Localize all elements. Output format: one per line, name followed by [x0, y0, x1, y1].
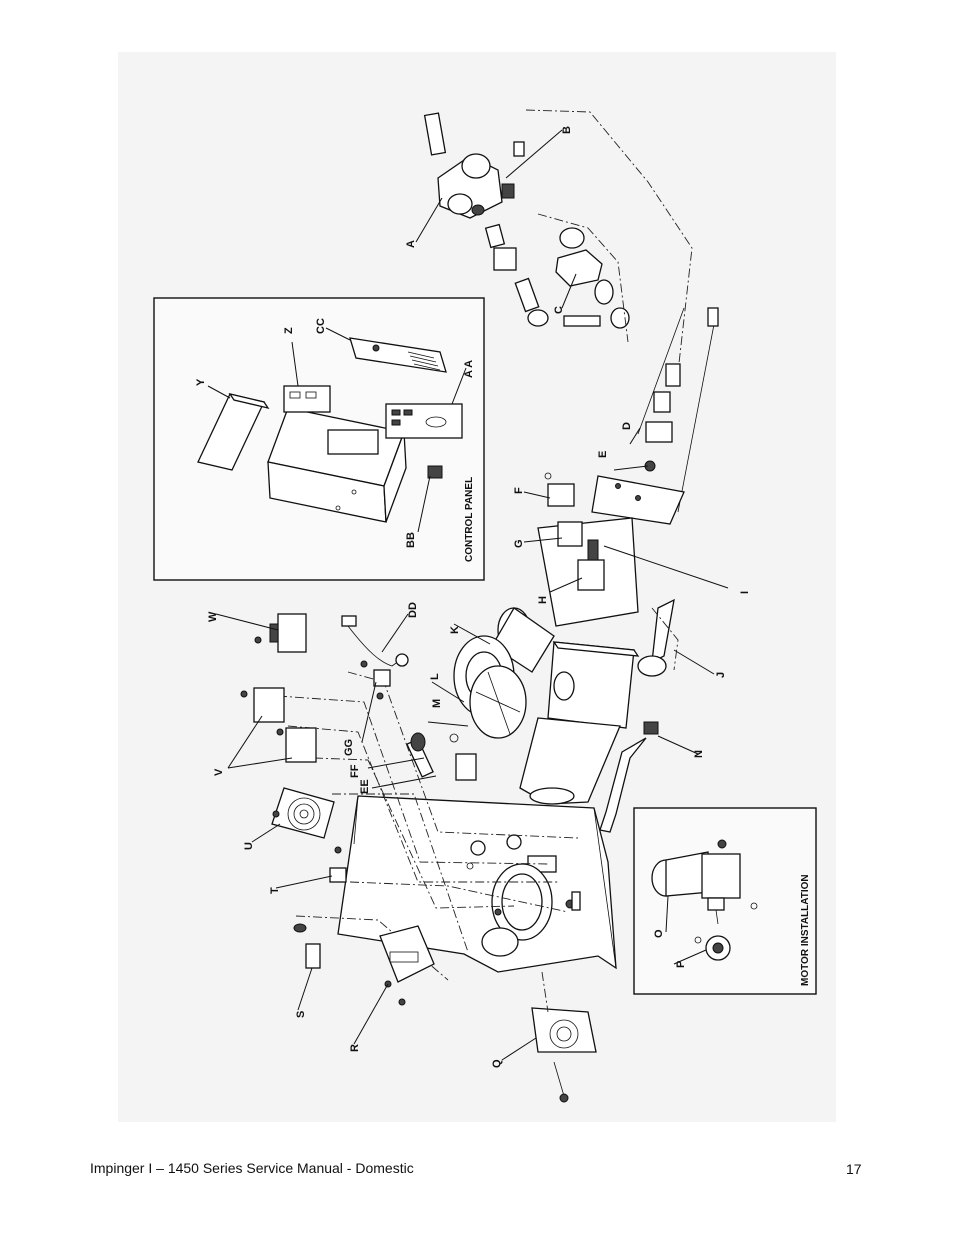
label-gg: GG — [343, 739, 355, 756]
label-a: A — [405, 240, 417, 248]
gas-valve-small-part — [555, 249, 603, 287]
exploded-parts-diagram: A B C D E F G H I J K L M N O P Q R S T — [118, 52, 836, 1122]
power-cord-part — [347, 625, 407, 667]
label-f: F — [513, 487, 525, 494]
footer-title: Impinger I – 1450 Series Service Manual … — [90, 1160, 414, 1176]
control-board-part — [283, 385, 331, 413]
label-c: C — [553, 306, 565, 314]
electrical-components — [215, 613, 597, 1103]
label-bb: BB — [405, 532, 417, 548]
label-p: P — [675, 961, 687, 968]
label-o: O — [653, 929, 665, 938]
heater-housing — [519, 641, 699, 833]
transformer-v2-part — [285, 727, 317, 763]
label-r: R — [349, 1044, 361, 1052]
label-dd: DD — [407, 602, 419, 618]
label-j: J — [715, 672, 727, 678]
page-number: 17 — [846, 1161, 862, 1177]
transformer-v1-part — [253, 687, 285, 723]
fitting-part — [513, 141, 525, 157]
control-panel-caption: CONTROL PANEL — [464, 477, 475, 562]
burner-assembly — [523, 307, 729, 677]
knob-part — [427, 465, 443, 479]
exploded-view-drawing: A B C D E F G H I J K L M N O P Q R S T — [153, 109, 817, 1103]
switch-gg-part — [373, 669, 391, 687]
label-s: S — [295, 1011, 307, 1018]
label-v: V — [213, 768, 225, 776]
bracket-f-part — [547, 483, 575, 507]
switch-s-part — [305, 943, 321, 969]
fan-guard-part — [271, 787, 335, 839]
label-u: U — [243, 842, 255, 850]
label-q: Q — [491, 1059, 503, 1068]
bracket-j-part — [651, 598, 675, 664]
motor-installation-inset — [633, 807, 817, 995]
label-i: I — [739, 591, 751, 594]
chassis-panel-part — [337, 795, 617, 973]
cover-r-part — [379, 925, 435, 983]
ignitor-h-part — [577, 559, 605, 591]
label-g: G — [513, 539, 525, 548]
sensor-probe-part — [599, 737, 647, 833]
label-k: K — [449, 626, 461, 634]
label-w: W — [207, 611, 219, 622]
gas-valve-train — [415, 109, 693, 373]
label-cc: CC — [315, 318, 327, 334]
thermostat-t-part — [329, 867, 347, 883]
label-t: T — [269, 887, 281, 894]
blower-motor-assembly — [427, 607, 555, 739]
gauge-bracket-part — [455, 753, 477, 781]
label-e: E — [597, 451, 609, 458]
motor-installation-caption: MOTOR INSTALLATION — [800, 874, 811, 986]
label-y: Y — [195, 378, 207, 386]
bracket-g-part — [557, 521, 583, 547]
control-panel-inset — [153, 297, 485, 581]
fan-q-part — [531, 1007, 597, 1053]
label-d: D — [621, 422, 633, 430]
label-n: N — [693, 750, 705, 758]
heater-tube-part — [519, 717, 621, 805]
label-ee: EE — [359, 779, 371, 794]
label-b: B — [561, 126, 573, 134]
label-l: L — [429, 673, 441, 680]
label-h: H — [537, 596, 549, 604]
label-m: M — [431, 699, 443, 708]
main-chassis — [277, 671, 617, 981]
part-labels: A B C D E F G H I J K L M N O P Q R S T — [195, 126, 811, 1068]
label-ff: FF — [349, 764, 361, 778]
relay-w-part — [277, 613, 307, 653]
label-aa: A A — [463, 360, 475, 378]
label-z: Z — [283, 327, 295, 334]
